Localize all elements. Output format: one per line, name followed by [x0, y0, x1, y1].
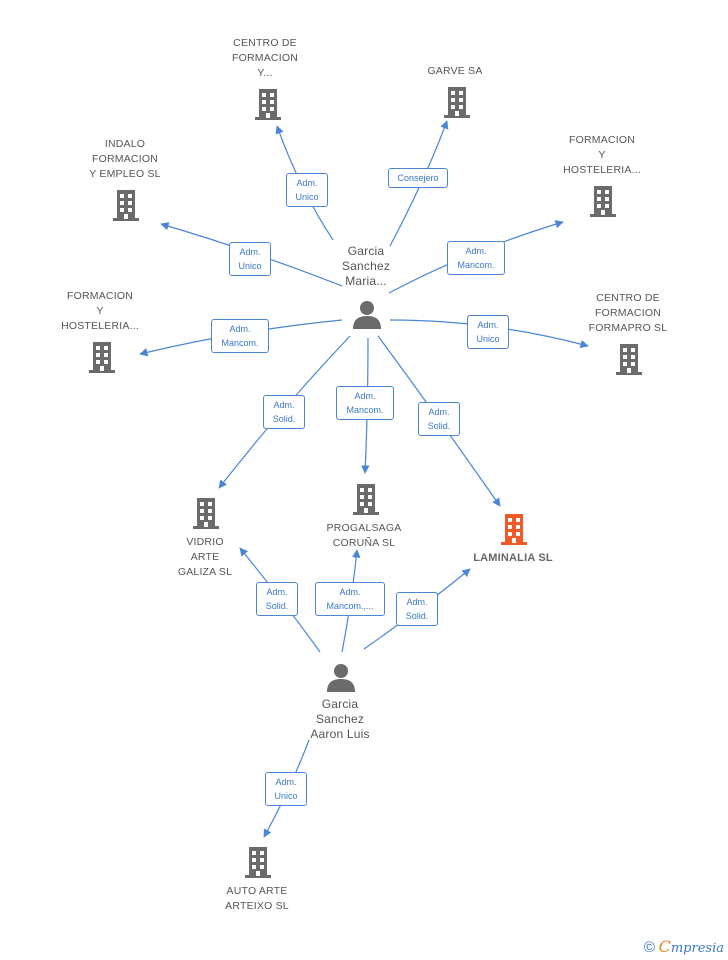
relation-label-line: Solid. [272, 414, 296, 424]
label-line: Y [598, 149, 606, 161]
relation-label-line: Unico [274, 791, 298, 801]
relation-label[interactable]: Adm. Unico [467, 315, 509, 349]
relation-label-line: Adm. [275, 777, 297, 787]
relation-label-line: Solid. [427, 421, 451, 431]
relation-label-line: Unico [476, 334, 500, 344]
label-line: Garcia [347, 244, 385, 258]
label-line: Y [96, 305, 104, 317]
label-line: LAMINALIA SL [473, 552, 553, 564]
label-line: FORMACION [232, 52, 298, 64]
label-line: FORMACION [92, 153, 158, 165]
label-line: FORMACION [67, 290, 133, 302]
relation-label-line: Adm. [339, 587, 361, 597]
label-line: Aaron Luis [310, 727, 370, 741]
relation-label-line: Adm. [465, 246, 487, 256]
company-label-garve[interactable]: GARVE SA [405, 64, 505, 79]
relation-label[interactable]: Adm. Unico [265, 772, 307, 806]
relation-label-line: Adm. [273, 400, 295, 410]
relation-label-line: Adm. [354, 391, 376, 401]
relation-label[interactable]: Adm. Solid. [263, 395, 305, 429]
label-line: FORMAPRO SL [588, 322, 668, 334]
brand-logo-text: mpresia [670, 941, 724, 956]
company-label-formacion-hosteleria-right[interactable]: FORMACION Y HOSTELERIA... [552, 133, 652, 178]
relation-label-line: Adm. [477, 320, 499, 330]
label-line: Y... [257, 67, 273, 79]
label-line: FORMACION [595, 307, 661, 319]
building-icon[interactable] [86, 340, 118, 374]
label-line: PROGALSAGA [326, 522, 402, 534]
label-line: Garcia [321, 697, 359, 711]
relation-label[interactable]: Adm. Mancom.,... [315, 582, 385, 616]
relation-label[interactable]: Adm. Mancom. [336, 386, 394, 420]
building-icon[interactable] [190, 496, 222, 530]
company-label-centro-formapro[interactable]: CENTRO DE FORMACION FORMAPRO SL [578, 291, 678, 336]
relation-label[interactable]: Consejero [388, 168, 448, 188]
relation-label[interactable]: Adm. Mancom. [211, 319, 269, 353]
relation-label-line: Adm. [296, 178, 318, 188]
building-icon[interactable] [242, 845, 274, 879]
person-icon[interactable] [325, 663, 357, 693]
relation-label-line: Solid. [405, 611, 429, 621]
company-label-laminalia[interactable]: LAMINALIA SL [463, 551, 563, 566]
label-line: Sanchez [341, 259, 391, 273]
relation-label[interactable]: Adm. Solid. [418, 402, 460, 436]
label-line: CENTRO DE [596, 292, 660, 304]
relation-label-line: Solid. [265, 601, 289, 611]
building-icon[interactable] [498, 512, 530, 546]
label-line: CORUÑA SL [332, 537, 396, 549]
relation-label-line: Unico [295, 192, 319, 202]
label-line: ARTEIXO SL [225, 900, 289, 912]
relation-label-line: Adm. [239, 247, 261, 257]
label-line: VIDRIO [186, 536, 224, 548]
company-label-vidrio[interactable]: VIDRIO ARTE GALIZA SL [155, 535, 255, 580]
building-icon[interactable] [587, 184, 619, 218]
building-icon[interactable] [252, 87, 284, 121]
relation-label-line: Adm. [266, 587, 288, 597]
label-line: Y EMPLEO SL [89, 168, 161, 180]
relation-label[interactable]: Adm. Mancom. [447, 241, 505, 275]
relation-label-line: Adm. [428, 407, 450, 417]
company-label-progalsaga[interactable]: PROGALSAGA CORUÑA SL [314, 521, 414, 551]
label-line: Sanchez [315, 712, 365, 726]
relation-label[interactable]: Adm. Unico [229, 242, 271, 276]
label-line: GALIZA SL [177, 566, 233, 578]
building-icon[interactable] [441, 85, 473, 119]
company-label-indalo[interactable]: INDALO FORMACION Y EMPLEO SL [75, 137, 175, 182]
relation-label[interactable]: Adm. Solid. [256, 582, 298, 616]
label-line: GARVE SA [427, 65, 483, 77]
company-label-formacion-hosteleria-left[interactable]: FORMACION Y HOSTELERIA... [50, 289, 150, 334]
relation-label[interactable]: Adm. Unico [286, 173, 328, 207]
label-line: FORMACION [569, 134, 635, 146]
label-line: Maria... [345, 274, 387, 288]
building-icon[interactable] [110, 188, 142, 222]
relation-label[interactable]: Adm. Solid. [396, 592, 438, 626]
label-line: CENTRO DE [233, 37, 297, 49]
relation-label-line: Adm. [229, 324, 251, 334]
building-icon[interactable] [613, 342, 645, 376]
building-icon[interactable] [350, 482, 382, 516]
relation-label-line: Consejero [397, 173, 439, 183]
brand-logo-initial: C [658, 937, 671, 956]
relation-label-line: Mancom. [346, 405, 384, 415]
relation-label-line: Adm. [406, 597, 428, 607]
label-line: HOSTELERIA... [61, 320, 139, 332]
copyright-symbol: © [643, 939, 655, 956]
label-line: ARTE [190, 551, 220, 563]
company-label-auto-arte[interactable]: AUTO ARTE ARTEIXO SL [207, 884, 307, 914]
person-icon[interactable] [351, 300, 383, 330]
company-label-centro-formacion-y[interactable]: CENTRO DE FORMACION Y... [215, 36, 315, 81]
label-line: HOSTELERIA... [563, 164, 641, 176]
relation-label-line: Unico [238, 261, 262, 271]
relation-label-line: Mancom.,... [326, 601, 374, 611]
label-line: INDALO [104, 138, 146, 150]
relation-label-line: Mancom. [221, 338, 259, 348]
copyright-footer: © Cmpresia [644, 937, 724, 956]
label-line: AUTO ARTE [226, 885, 288, 897]
relation-label-line: Mancom. [457, 260, 495, 270]
